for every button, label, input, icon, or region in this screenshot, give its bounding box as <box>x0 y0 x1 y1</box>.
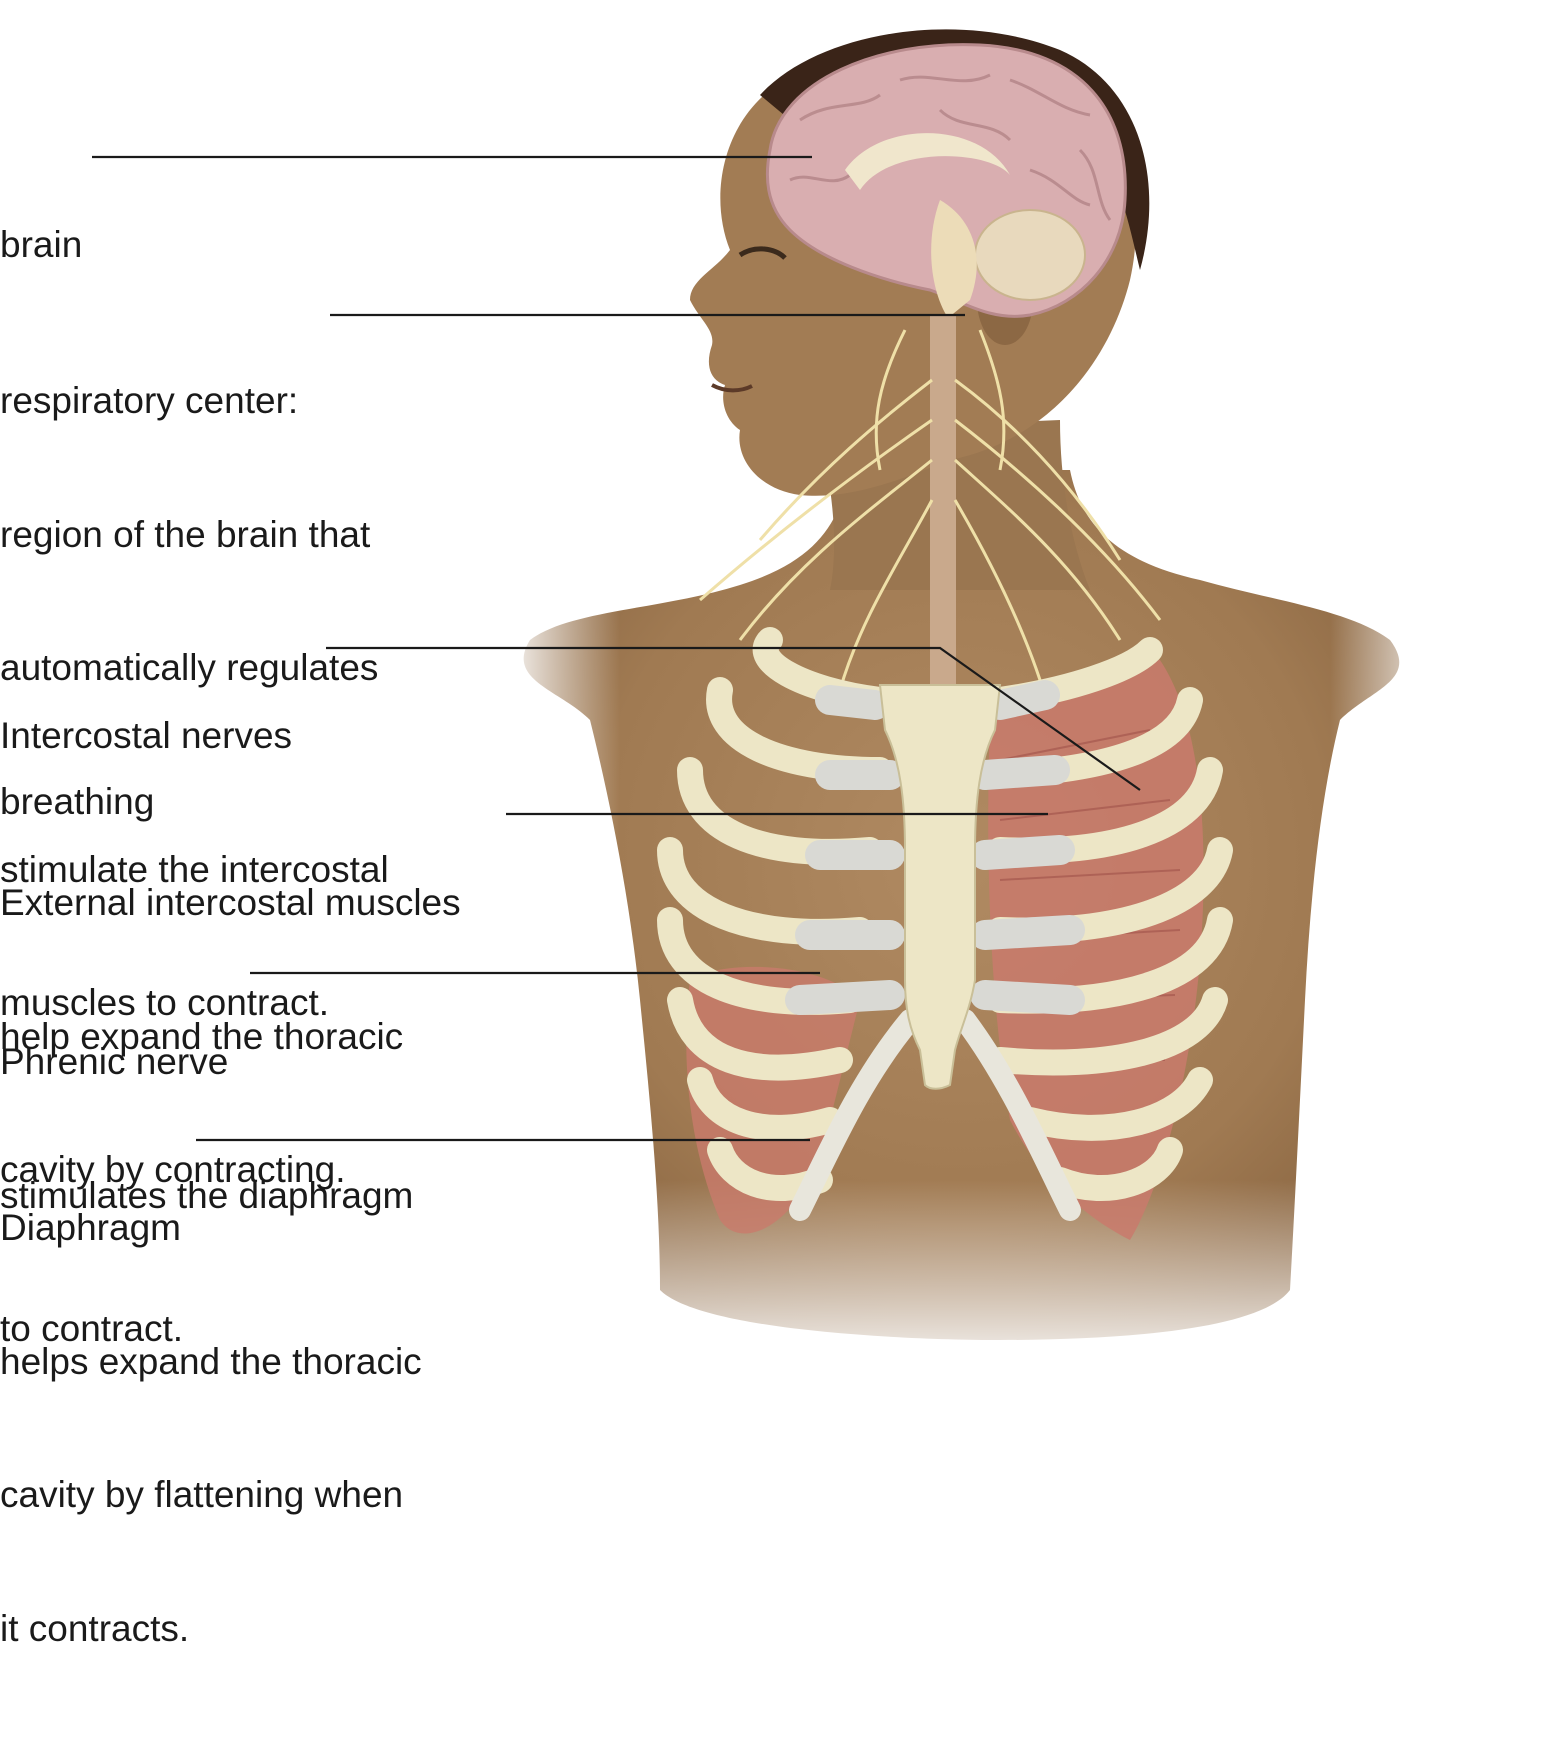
label-diaphragm-title: Diaphragm <box>0 1207 181 1248</box>
label-external-intercostal-muscles-line: help expand the thoracic <box>0 1015 404 1057</box>
costal-arch-left <box>789 1009 921 1221</box>
label-intercostal-nerves-title: Intercostal nerves <box>0 715 293 756</box>
label-phrenic-nerve-title: Phrenic nerve <box>0 1041 229 1082</box>
right-intercostal-muscle <box>988 658 1204 1240</box>
label-intercostal-nerves: Intercostal nerves stimulate the interco… <box>0 625 389 1115</box>
label-respiratory-center-line: region of the brain that <box>0 513 371 555</box>
brain-gyri <box>789 73 1112 221</box>
label-intercostal-nerves-line: stimulate the intercostal <box>0 848 389 890</box>
corpus-callosum <box>845 133 1010 190</box>
mouth <box>711 383 753 393</box>
label-diaphragm-line: it contracts. <box>0 1607 190 1649</box>
label-phrenic-nerve-line: stimulates the diaphragm <box>0 1174 414 1216</box>
leader-intercostal-nerves <box>326 646 1141 791</box>
leader-lines <box>92 155 1141 1142</box>
nerve-network <box>699 329 1162 691</box>
anatomy-diagram: brain respiratory center: region of the … <box>0 29 1450 1649</box>
label-respiratory-center-line: automatically regulates <box>0 647 379 688</box>
rib-cage <box>657 627 1233 1221</box>
cerebellum <box>974 209 1086 301</box>
torso-illustration <box>92 29 1450 1380</box>
sternum <box>878 684 1002 1090</box>
rib-left-7 <box>687 1067 843 1141</box>
label-brain: brain <box>0 134 82 357</box>
label-diaphragm: Diaphragm helps expand the thoracic cavi… <box>0 1117 422 1740</box>
rib-left-6 <box>667 987 853 1081</box>
label-phrenic-nerve-line: to contract. <box>0 1308 184 1349</box>
label-brain-title: brain <box>0 224 83 265</box>
brainstem <box>931 200 977 318</box>
label-phrenic-nerve: Phrenic nerve stimulates the diaphragm t… <box>0 951 413 1441</box>
rib-right-6 <box>987 987 1228 1076</box>
label-respiratory-center-title: respiratory center: <box>0 380 299 421</box>
torso-fade-right <box>1330 600 1450 1300</box>
eye <box>738 246 787 260</box>
spinal-cord <box>930 315 956 685</box>
label-diaphragm-line: helps expand the thoracic <box>0 1340 422 1382</box>
label-respiratory-center-line: breathing <box>0 780 155 822</box>
rib-right-7 <box>1017 1067 1213 1141</box>
costal-arch-right <box>954 1009 1081 1221</box>
label-intercostal-nerves-line: muscles to contract. <box>0 982 330 1023</box>
label-diaphragm-line: cavity by flattening when <box>0 1474 404 1515</box>
torso-fade-bottom <box>500 1180 1450 1380</box>
label-external-intercostal-muscles: External intercostal muscles help expand… <box>0 792 461 1282</box>
label-external-intercostal-muscles-line: cavity by contracting. <box>0 1149 346 1190</box>
torso-fade-left <box>500 600 620 1300</box>
rib-right-8 <box>1047 1137 1183 1201</box>
label-external-intercostal-muscles-title: External intercostal muscles <box>0 882 461 923</box>
label-respiratory-center: respiratory center: region of the brain … <box>0 290 378 913</box>
